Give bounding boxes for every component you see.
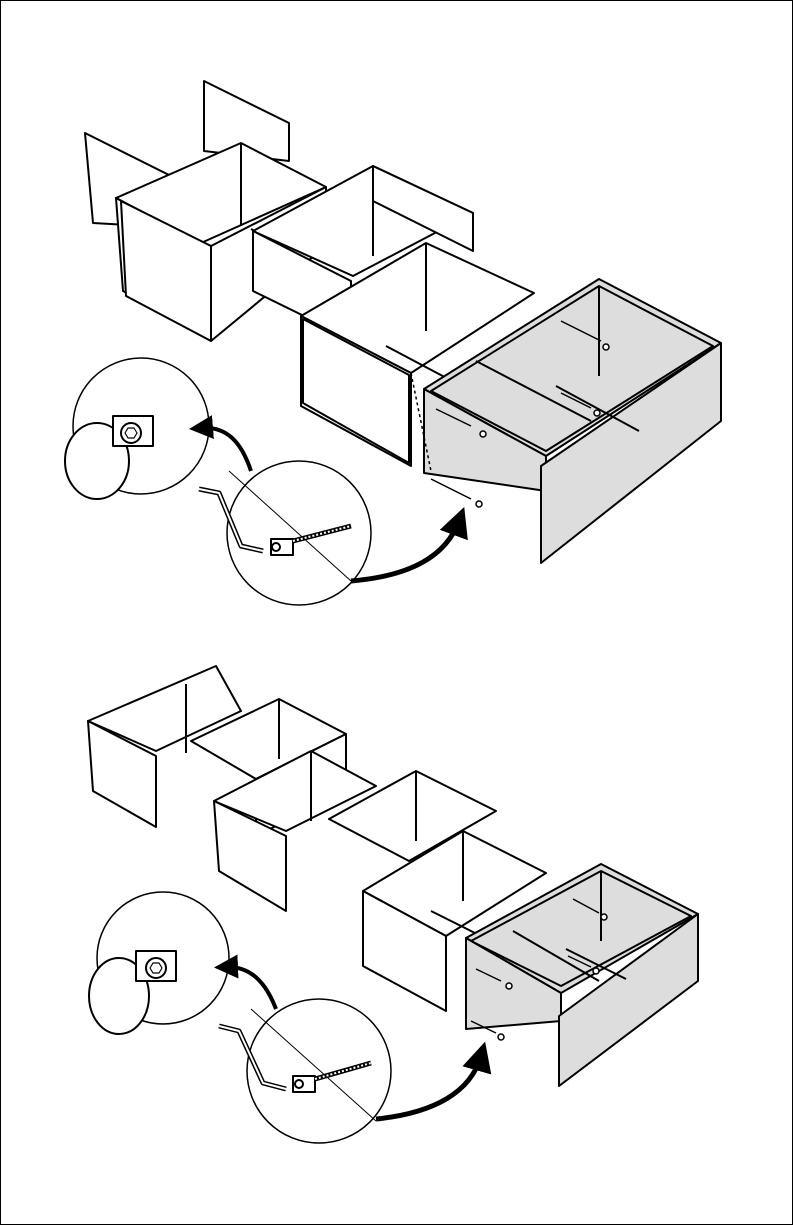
curved-arrow-icon: [226, 967, 276, 1009]
step-1-diagram: [65, 81, 721, 605]
cam-bolt-detail: [199, 461, 371, 605]
step-2-diagram: [88, 666, 698, 1143]
curved-arrow-icon: [376, 1056, 481, 1119]
cam-bolt-detail: [219, 999, 391, 1143]
cam-lock-detail: [89, 892, 229, 1034]
cam-lock-detail: [65, 358, 209, 499]
